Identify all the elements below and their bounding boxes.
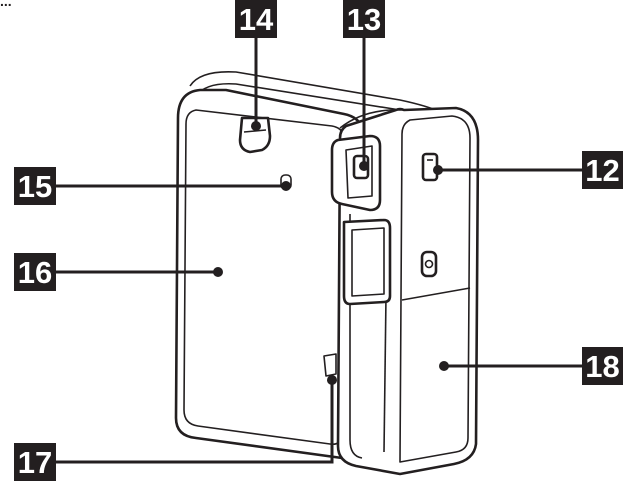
leader-dot-18 — [439, 361, 449, 371]
callout-label-17: 17 — [18, 445, 52, 480]
callout-box-14 — [235, 0, 277, 38]
top-lever — [238, 116, 272, 154]
callout-label-12: 12 — [585, 153, 619, 188]
callout-box-13 — [343, 0, 385, 38]
grip-seam — [401, 287, 471, 301]
leader-dot-16 — [213, 267, 223, 277]
strap-channel-inner — [383, 295, 387, 453]
callout-13: 13 — [343, 0, 385, 38]
callout-box-17 — [14, 443, 56, 481]
callout-14: 14 — [235, 0, 277, 38]
callout-box-12 — [582, 151, 623, 189]
top-text-fragment: ... — [0, 0, 12, 9]
leader-lines — [56, 38, 582, 464]
camera-illustration — [174, 70, 480, 476]
callout-box-18 — [582, 347, 623, 385]
callout-box-16 — [14, 253, 56, 291]
leader-dot-14 — [251, 121, 261, 131]
strap-clip-inner — [351, 227, 385, 297]
callout-15: 15 — [14, 167, 56, 205]
grip-button — [420, 250, 438, 278]
callout-label-15: 15 — [18, 169, 52, 204]
grip-front-face — [399, 115, 471, 463]
leader-dot-15 — [281, 181, 291, 191]
leader-17 — [56, 380, 334, 464]
strap-clip — [342, 218, 392, 306]
grip-button-dot — [424, 259, 434, 269]
back-latch — [323, 353, 337, 377]
callout-18: 18 — [582, 347, 623, 385]
callout-box-15 — [14, 167, 56, 205]
viewfinder-hood-top — [339, 109, 404, 129]
callout-17: 17 — [14, 443, 56, 481]
callout-label-18: 18 — [585, 349, 619, 384]
callout-12: 12 — [582, 151, 623, 189]
callout-label-16: 16 — [18, 255, 52, 290]
callout-label-13: 13 — [347, 2, 381, 37]
callout-label-14: 14 — [239, 2, 274, 37]
top-lever-ridge — [243, 129, 267, 133]
leader-dot-13 — [359, 161, 369, 171]
leader-dot-17 — [327, 375, 337, 385]
strap-channel — [349, 214, 363, 459]
leader-dot-12 — [433, 165, 443, 175]
callout-16: 16 — [14, 253, 56, 291]
